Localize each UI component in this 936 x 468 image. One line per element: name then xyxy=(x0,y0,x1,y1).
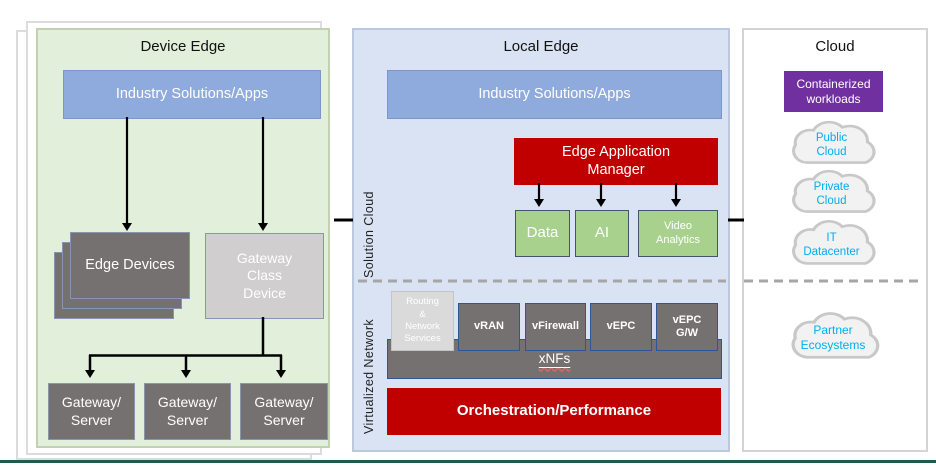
gateway-server-box-2: Gateway/ Server xyxy=(144,383,231,440)
cloud-shape-icon xyxy=(792,220,876,265)
local-apps-box: Industry Solutions/Apps xyxy=(387,70,722,119)
partner-ecosystems-label: Partner Ecosystems xyxy=(800,323,866,352)
partner-ecosystems-cloud: Partner Ecosystems xyxy=(782,308,884,362)
private-cloud-label: Private Cloud xyxy=(813,180,850,207)
cloud-panel: Cloud Containerized workloads Public Clo… xyxy=(742,28,928,452)
solution-cloud-label: Solution Cloud xyxy=(362,191,376,279)
cloud-shape-icon xyxy=(792,120,876,164)
video-analytics-box: Video Analytics xyxy=(638,210,718,257)
device-edge-panel: Device Edge Industry Solutions/Apps Edge… xyxy=(36,28,330,448)
local-edge-panel: Local Edge Solution Cloud Virtualized Ne… xyxy=(352,28,730,452)
orchestration-performance-box: Orchestration/Performance xyxy=(387,388,721,435)
device-apps-box: Industry Solutions/Apps xyxy=(63,70,321,119)
edge-application-manager-box: Edge Application Manager xyxy=(514,138,718,185)
local-edge-title: Local Edge xyxy=(503,38,579,55)
vran-box: vRAN xyxy=(458,303,520,351)
ai-box: AI xyxy=(575,210,629,257)
routing-network-services-box: Routing & Network Services xyxy=(391,291,454,351)
bottom-accent-line xyxy=(0,460,936,463)
cloud-title: Cloud xyxy=(815,38,855,55)
cloud-shape-icon xyxy=(792,169,876,213)
private-cloud: Private Cloud xyxy=(783,166,880,216)
gateway-server-box-1: Gateway/ Server xyxy=(48,383,135,440)
edge-devices-box: Edge Devices xyxy=(70,232,190,299)
gateway-server-box-3: Gateway/ Server xyxy=(240,383,328,440)
public-cloud-label: Public Cloud xyxy=(815,131,848,158)
device-edge-title: Device Edge xyxy=(140,38,226,55)
gateway-class-device-box: Gateway Class Device xyxy=(205,233,324,319)
data-box: Data xyxy=(515,210,570,257)
vfirewall-box: vFirewall xyxy=(525,303,586,351)
virtualized-network-label: Virtualized Network xyxy=(362,318,376,434)
cloud-shape-icon xyxy=(791,312,880,359)
containerized-workloads-box: Containerized workloads xyxy=(784,71,883,112)
xnfs-label: xNFs xyxy=(538,350,571,366)
it-datacenter-cloud: IT Datacenter xyxy=(783,216,880,268)
public-cloud: Public Cloud xyxy=(783,117,880,167)
vepc-box: vEPC xyxy=(590,303,652,351)
vepc-gw-box: vEPC G/W xyxy=(656,303,718,351)
it-datacenter-label: IT Datacenter xyxy=(803,231,860,258)
